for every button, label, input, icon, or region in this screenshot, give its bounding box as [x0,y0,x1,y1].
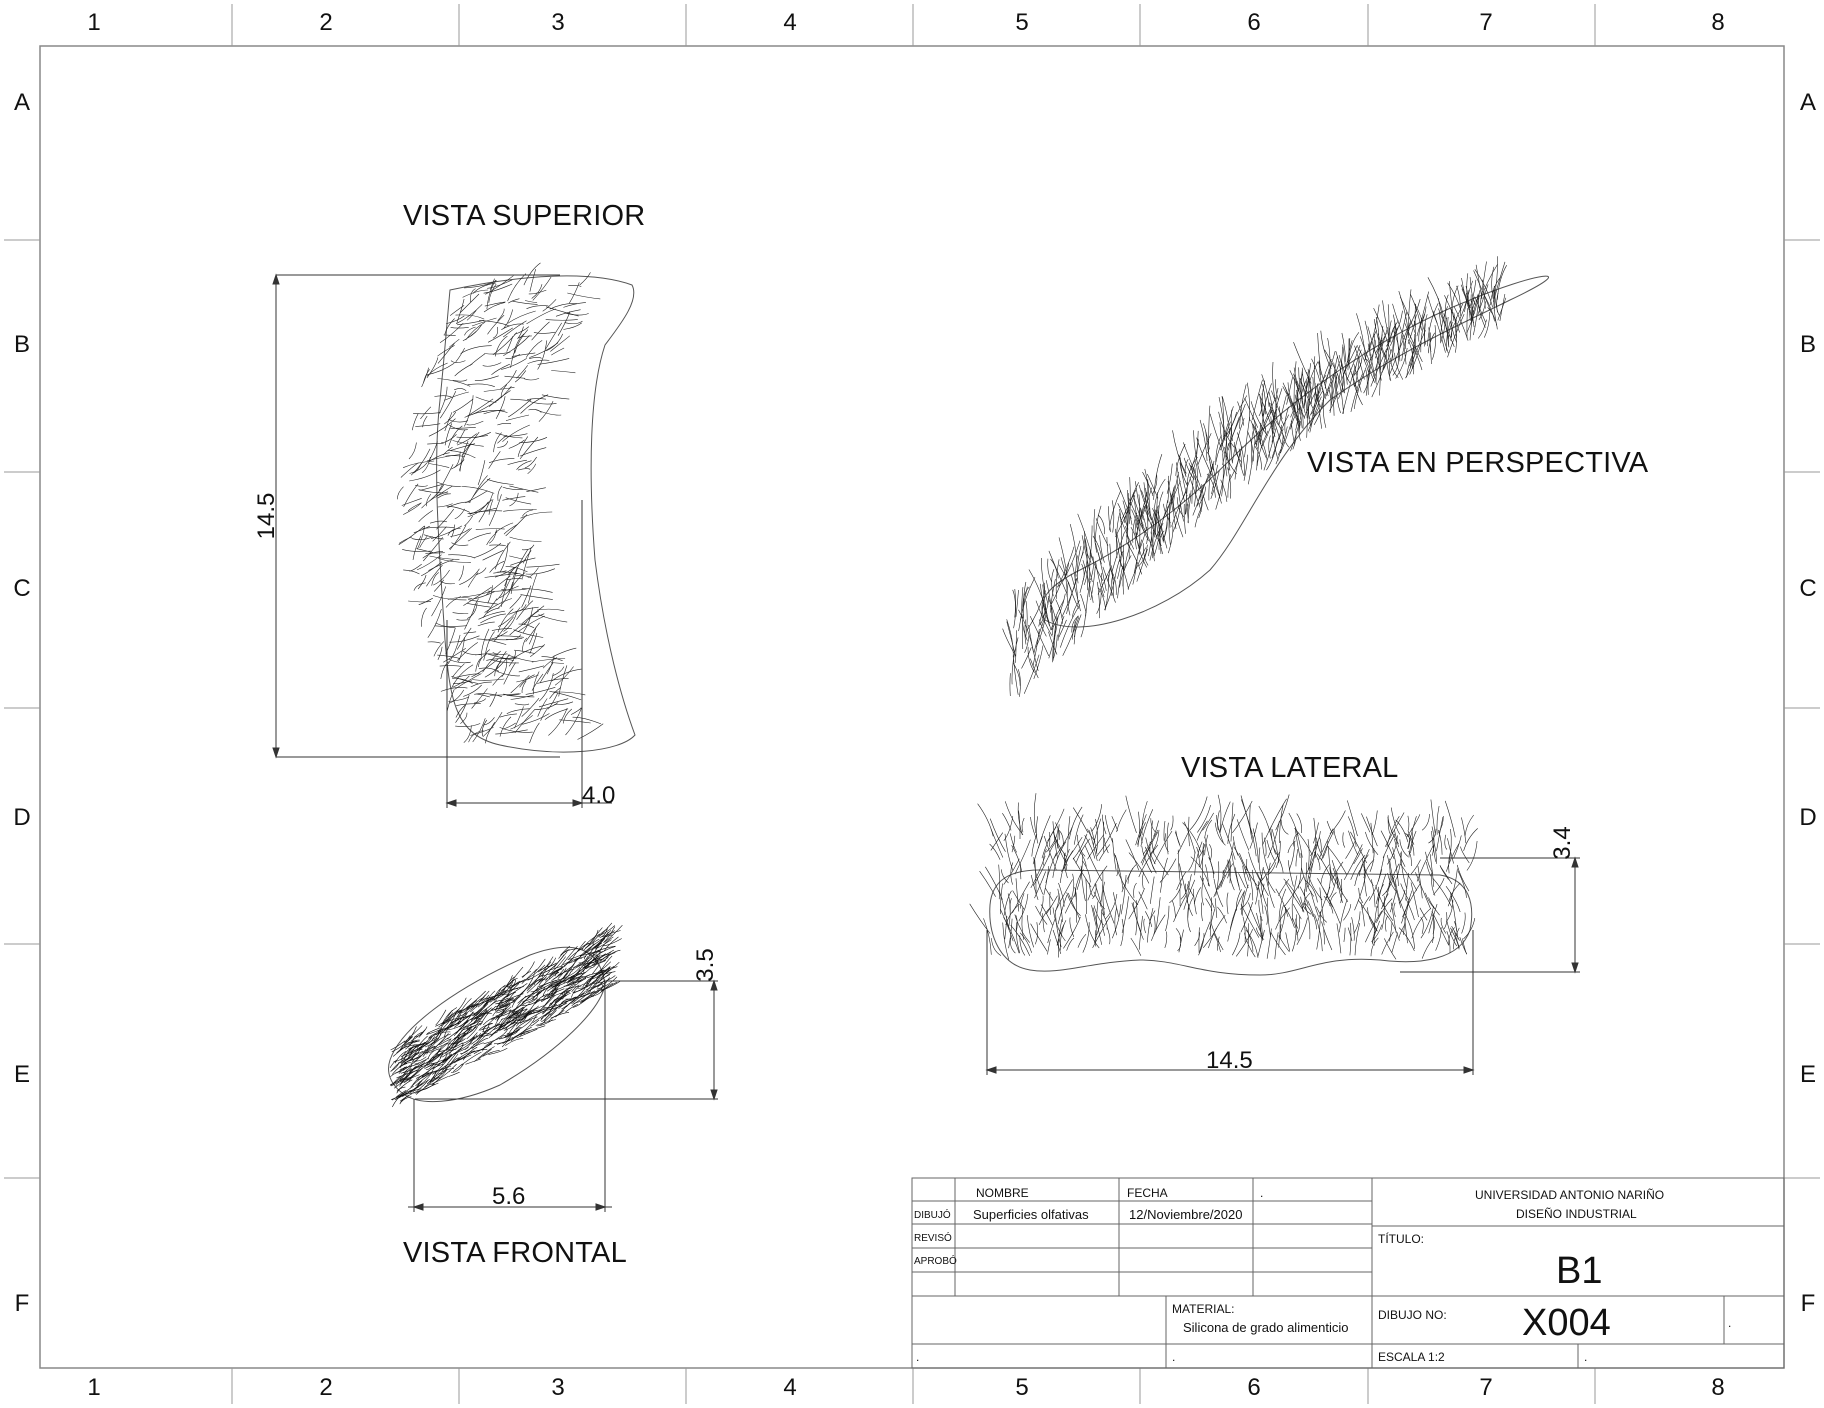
tb-escala: ESCALA 1:2 [1378,1350,1445,1364]
column-label-7-top: 7 [1479,9,1493,36]
column-label-2-top: 2 [319,9,333,36]
vista-lateral-drawing [969,793,1580,1075]
row-label-B-right: B [1799,331,1817,358]
lateral-length-dimension: 14.5 [1206,1047,1253,1074]
column-label-1-top: 1 [87,9,101,36]
column-label-2-bottom: 2 [319,1374,333,1401]
superior-width-dimension: 4.0 [582,782,616,809]
frontal-fur-texture [389,922,623,1108]
column-label-8-top: 8 [1711,9,1725,36]
lateral-fur-texture [969,793,1478,960]
frontal-height-dimension: 3.5 [692,948,719,982]
tb-dibujo-no-dot: . [1728,1316,1732,1330]
row-label-E-right: E [1799,1061,1817,1088]
row-label-A-right: A [1799,89,1817,116]
row-label-C-left: C [13,575,31,602]
column-label-5-top: 5 [1015,9,1029,36]
tb-material-label: MATERIAL: [1172,1302,1235,1316]
perspectiva-fur-texture [1002,256,1507,697]
tb-header-fecha: FECHA [1127,1186,1168,1200]
row-label-E-left: E [13,1061,31,1088]
tb-dibujo-no-label: DIBUJO NO: [1378,1308,1447,1322]
vista-lateral-title: VISTA LATERAL [1181,752,1399,784]
vista-frontal-drawing [388,922,718,1212]
row-label-B-left: B [13,331,31,358]
tb-header-nombre: NOMBRE [976,1186,1029,1200]
tb-dibujo-fecha: 12/Noviembre/2020 [1129,1207,1243,1222]
tb-row-dibujo: DIBUJÓ [914,1210,951,1221]
column-label-5-bottom: 5 [1015,1374,1029,1401]
lateral-outline [989,869,1473,976]
column-label-8-bottom: 8 [1711,1374,1725,1401]
superior-fur-texture [397,262,604,744]
tb-row-reviso: REVISÓ [914,1233,952,1244]
tb-header-dot: . [1260,1186,1264,1200]
superior-length-dimension: 14.5 [253,492,280,540]
row-label-C-right: C [1799,575,1817,602]
row-label-F-right: F [1800,1290,1816,1317]
row-ticks [4,239,1820,1179]
tb-material-value: Silicona de grado alimenticio [1183,1320,1349,1335]
row-label-F-left: F [14,1290,30,1317]
column-label-7-bottom: 7 [1479,1374,1493,1401]
perspectiva-outline [1041,275,1550,628]
tb-dibujo-no-value: X004 [1522,1302,1611,1344]
tb-bottom-dot-2: . [1172,1350,1176,1364]
vista-superior-drawing [272,262,636,808]
column-label-4-bottom: 4 [783,1374,797,1401]
column-label-4-top: 4 [783,9,797,36]
tb-titulo-value: B1 [1556,1250,1603,1292]
superior-dimension-lines [272,273,612,808]
frontal-dimension-lines [408,979,718,1212]
tb-dibujo-nombre: Superficies olfativas [973,1207,1089,1222]
lateral-height-dimension: 3.4 [1549,826,1576,860]
column-label-6-top: 6 [1247,9,1261,36]
vista-perspectiva-drawing [1002,256,1550,697]
frontal-outline [388,946,606,1102]
tb-department: DISEÑO INDUSTRIAL [1516,1207,1637,1221]
column-label-6-bottom: 6 [1247,1374,1261,1401]
row-label-D-right: D [1799,804,1817,831]
frontal-width-dimension: 5.6 [492,1183,526,1210]
title-block-grid [911,1177,1785,1369]
tb-bottom-dot-3: . [1584,1350,1588,1364]
tb-titulo-label: TÍTULO: [1378,1232,1425,1246]
inner-border [39,45,1785,1369]
vista-superior-title: VISTA SUPERIOR [403,200,646,232]
row-label-A-left: A [13,89,31,116]
column-label-1-bottom: 1 [87,1374,101,1401]
tb-row-aprobo: APROBÓ [914,1256,957,1267]
column-label-3-bottom: 3 [551,1374,565,1401]
column-label-3-top: 3 [551,9,565,36]
vista-frontal-title: VISTA FRONTAL [403,1237,627,1269]
lateral-dimension-lines [985,856,1580,1075]
column-ticks [231,4,1596,1404]
tb-bottom-dot-1: . [916,1350,920,1364]
vista-perspectiva-title: VISTA EN PERSPECTIVA [1307,447,1649,479]
row-label-D-left: D [13,804,31,831]
tb-institution: UNIVERSIDAD ANTONIO NARIÑO [1475,1188,1665,1202]
